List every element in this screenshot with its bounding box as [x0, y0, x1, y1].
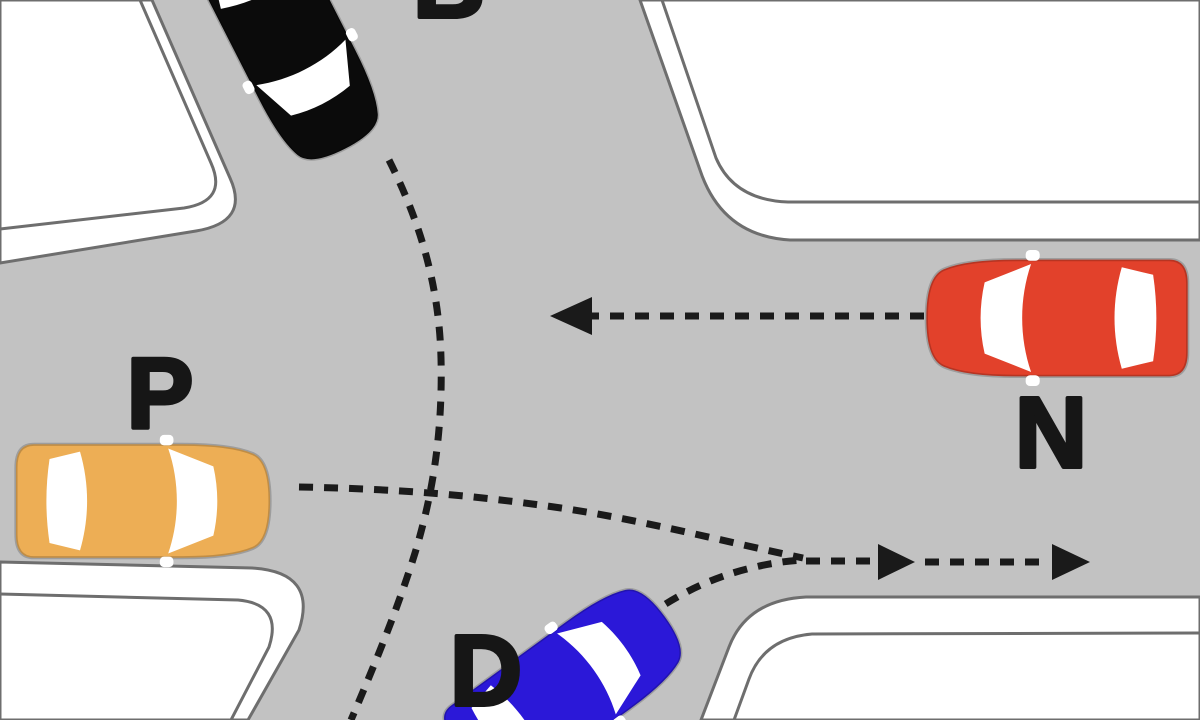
car-right-red — [924, 248, 1190, 388]
car-label-left: P — [127, 338, 194, 450]
car-label-right: N — [1015, 377, 1087, 489]
island-top-left — [0, 0, 237, 265]
island-bottom-right-inner-line — [732, 631, 1200, 720]
arrowhead-east-2 — [1052, 544, 1090, 580]
island-top-right-inner-line — [660, 0, 1200, 204]
trajectory-orange-car-east — [298, 483, 804, 562]
arrowhead-west — [550, 297, 592, 335]
island-bottom-left-inner-line — [0, 592, 274, 720]
car-label-top: B — [413, 0, 485, 39]
arrowhead-east-1 — [878, 544, 915, 580]
trajectory-blue-car-merge — [642, 556, 804, 621]
island-bottom-right — [699, 595, 1200, 720]
island-top-left-inner-line — [0, 0, 218, 231]
car-left-orange — [14, 433, 272, 569]
car-label-bottom: D — [450, 615, 522, 720]
island-top-right — [638, 0, 1200, 242]
trajectory-black-car-straight — [347, 158, 445, 720]
island-bottom-left — [0, 560, 305, 720]
